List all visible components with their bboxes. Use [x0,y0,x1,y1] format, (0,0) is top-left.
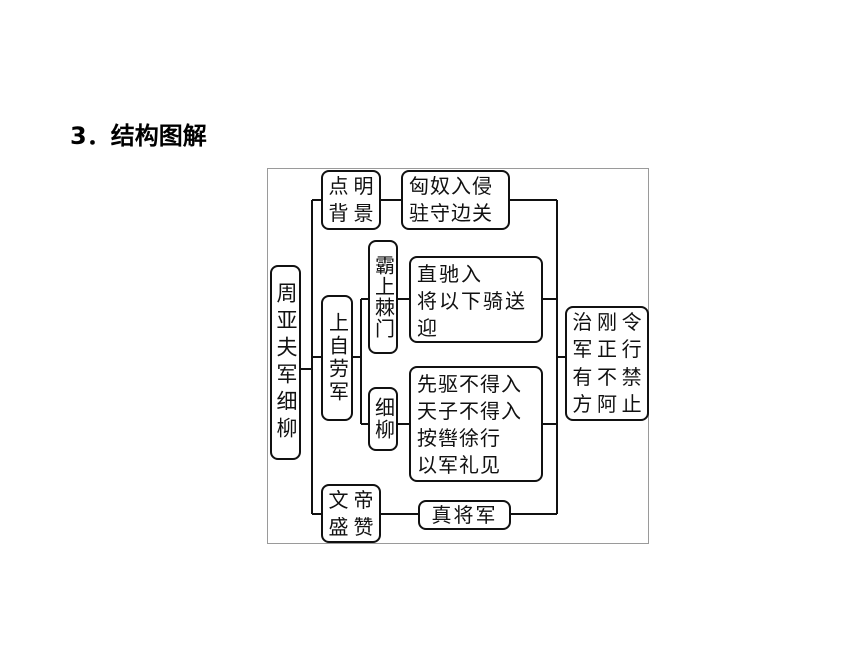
background-char: 点 [328,174,349,198]
praise-char: 赞 [353,515,374,539]
bashang-label: 霸上棘门 [371,255,396,339]
praise-char: 文 [328,488,349,512]
conclusion-char: 方 [572,391,593,416]
conclusion-char: 止 [621,391,642,416]
conclusion-char: 治 [572,310,593,334]
praise-detail-box: 真将军 [418,500,511,530]
connector-lines [301,199,565,515]
praise-detail: 真将军 [431,503,498,527]
background-detail-line: 匈奴入侵 [409,174,493,198]
visit-label-box: 上自劳军 [321,295,353,421]
root-box: 周亚夫军细柳 [270,265,301,460]
praise-char: 帝 [353,488,374,512]
xiliu-label-box: 细柳 [368,387,398,451]
background-char: 明 [353,174,374,198]
background-char: 景 [353,201,374,225]
background-label-box: 点 明 背 景 [321,170,381,230]
background-detail-box: 匈奴入侵 驻守边关 [401,170,510,230]
xiliu-detail-box: 先驱不得入 天子不得入 按辔徐行 以军礼见 [409,366,543,482]
structure-diagram: 周亚夫军细柳 点 明 背 景 匈奴入侵 驻守边关 上自劳军 霸上棘门 直驰入 将… [267,168,649,544]
conclusion-char: 阿 [596,391,617,416]
praise-label-box: 文 帝 盛 赞 [321,484,381,543]
praise-char: 盛 [328,515,349,539]
visit-label: 上自劳军 [325,312,350,404]
section-heading: 3．结构图解 [70,122,207,150]
conclusion-char: 禁 [621,364,642,389]
bashang-label-box: 霸上棘门 [368,240,398,354]
bashang-detail-box: 直驰入 将以下骑送 迎 [409,256,543,343]
conclusion-char: 令 [621,310,642,334]
root-label: 周亚夫军细柳 [274,281,298,444]
conclusion-box: 治 刚 令 军 正 行 有 不 禁 方 阿 止 [565,306,649,421]
conclusion-char: 有 [572,364,593,389]
conclusion-char: 正 [596,337,617,362]
conclusion-char: 行 [621,337,642,362]
conclusion-char: 刚 [596,310,617,334]
background-char: 背 [328,201,349,225]
xiliu-label: 细柳 [371,397,396,441]
conclusion-char: 不 [596,364,617,389]
background-detail-line: 驻守边关 [409,201,493,225]
conclusion-char: 军 [572,337,593,362]
